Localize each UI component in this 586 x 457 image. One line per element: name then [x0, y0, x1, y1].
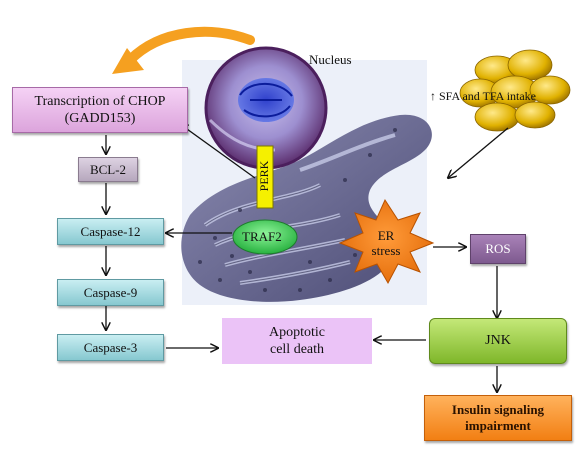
apoptotic-label-line2: cell death: [269, 342, 325, 357]
er-stress-starburst: [338, 198, 435, 285]
caspase9-label: Caspase-9: [83, 284, 138, 300]
caspase3-box: Caspase-3: [57, 334, 164, 361]
insulin-label-line1: Insulin signaling: [451, 402, 545, 417]
apoptotic-label-line1: Apoptotic: [269, 325, 325, 340]
caspase12-label: Caspase-12: [80, 223, 141, 239]
bcl2-box: BCL-2: [78, 157, 138, 182]
chop-label-line2: (GADD153): [64, 111, 136, 126]
arrow-fat-to-er: [448, 127, 509, 178]
apoptotic-box: Apoptotic cell death: [222, 318, 372, 364]
caspase3-label: Caspase-3: [83, 339, 138, 355]
bcl2-label: BCL-2: [89, 161, 127, 177]
traf2-label: TRAF2: [242, 229, 282, 244]
nucleus-label: Nucleus: [309, 52, 352, 67]
sfa-tfa-label: ↑ SFA and TFA intake: [430, 89, 537, 103]
jnk-label: JNK: [485, 333, 511, 348]
er-stress-line2: stress: [371, 243, 401, 258]
caspase12-box: Caspase-12: [57, 218, 164, 245]
traf2-ellipse: [232, 219, 298, 255]
arrows: [106, 124, 509, 392]
fat-droplets-icon: [459, 49, 571, 132]
ros-label: ROS: [485, 241, 511, 256]
perk-label: PERK: [257, 160, 271, 192]
insulin-label-line2: impairment: [465, 418, 531, 433]
caspase9-box: Caspase-9: [57, 279, 164, 306]
er-stress-label: ER stress: [360, 228, 412, 258]
orange-arrow-head: [112, 48, 144, 74]
jnk-box: JNK: [429, 318, 567, 364]
insulin-box: Insulin signaling impairment: [424, 395, 572, 441]
perk-bar: [256, 145, 274, 209]
chop-box: Transcription of CHOP (GADD153): [12, 87, 188, 133]
orange-curved-arrow: [125, 26, 255, 65]
arrow-perk-to-chop: [180, 124, 256, 179]
chop-label-line1: Transcription of CHOP: [34, 94, 166, 109]
ros-box: ROS: [470, 234, 526, 264]
er-stress-line1: ER: [377, 228, 395, 243]
